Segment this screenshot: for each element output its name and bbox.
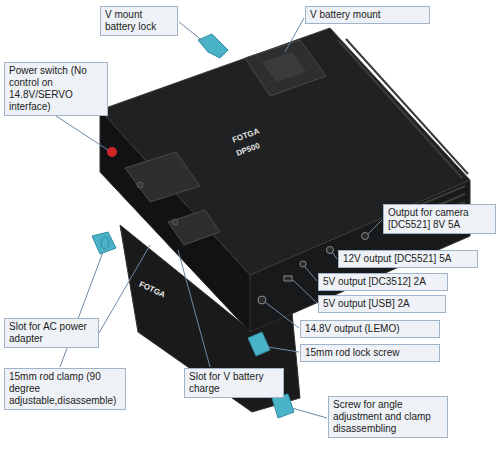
callout-text: 5V output [DC3512] 2A bbox=[323, 276, 443, 288]
callout-box: 5V output [DC3512] 2A bbox=[318, 273, 448, 291]
callout-text: 15mm rod clamp (90 degree adjustable,dis… bbox=[9, 371, 121, 407]
lock-lever bbox=[198, 34, 228, 58]
callout-box: Output for camera [DC5521] 8V 5A bbox=[383, 204, 496, 234]
callout-box: V battery mount bbox=[305, 6, 430, 24]
callout-box: 15mm rod clamp (90 degree adjustable,dis… bbox=[4, 368, 126, 410]
callout-text: V mount battery lock bbox=[105, 9, 173, 33]
power-switch bbox=[107, 147, 117, 157]
v-mount-slot bbox=[262, 52, 306, 82]
callout-box: 15mm rod lock screw bbox=[300, 344, 440, 362]
callout-text: Slot for AC power adapter bbox=[9, 321, 94, 345]
callout-box: Power switch (No control on 14.8V/SERVO … bbox=[4, 62, 108, 116]
callout-text: Output for camera [DC5521] 8V 5A bbox=[388, 207, 491, 231]
callout-text: 12V output [DC5521] 5A bbox=[343, 253, 473, 265]
callout-box: 14.8V output (LEMO) bbox=[300, 320, 440, 338]
callout-text: 15mm rod lock screw bbox=[305, 347, 435, 359]
dc-port bbox=[362, 233, 369, 240]
device-top-face bbox=[100, 28, 470, 275]
callout-box: Slot for AC power adapter bbox=[4, 318, 99, 348]
callout-box: 5V output [USB] 2A bbox=[318, 295, 446, 313]
usb-port bbox=[284, 276, 292, 281]
socket bbox=[137, 182, 143, 188]
lemo-port bbox=[258, 296, 266, 304]
callout-text: 14.8V output (LEMO) bbox=[305, 323, 435, 335]
callout-text: V battery mount bbox=[310, 9, 425, 21]
cooling-fins bbox=[338, 39, 468, 229]
dc-port bbox=[300, 261, 306, 267]
v-mount-plate bbox=[245, 40, 326, 96]
v-mount-plate bbox=[125, 152, 200, 202]
callout-box: V mount battery lock bbox=[100, 6, 178, 36]
socket bbox=[172, 219, 178, 225]
v-mount-plate bbox=[168, 210, 220, 245]
callout-text: Power switch (No control on 14.8V/SERVO … bbox=[9, 65, 103, 113]
callout-box: Screw for angle adjustment and clamp dis… bbox=[328, 396, 448, 438]
callout-text: 5V output [USB] 2A bbox=[323, 298, 441, 310]
callout-box: 12V output [DC5521] 5A bbox=[338, 250, 478, 268]
callout-box: Slot for V battery charge bbox=[184, 368, 284, 398]
callout-text: Screw for angle adjustment and clamp dis… bbox=[333, 399, 443, 435]
callout-text: Slot for V battery charge bbox=[189, 371, 279, 395]
